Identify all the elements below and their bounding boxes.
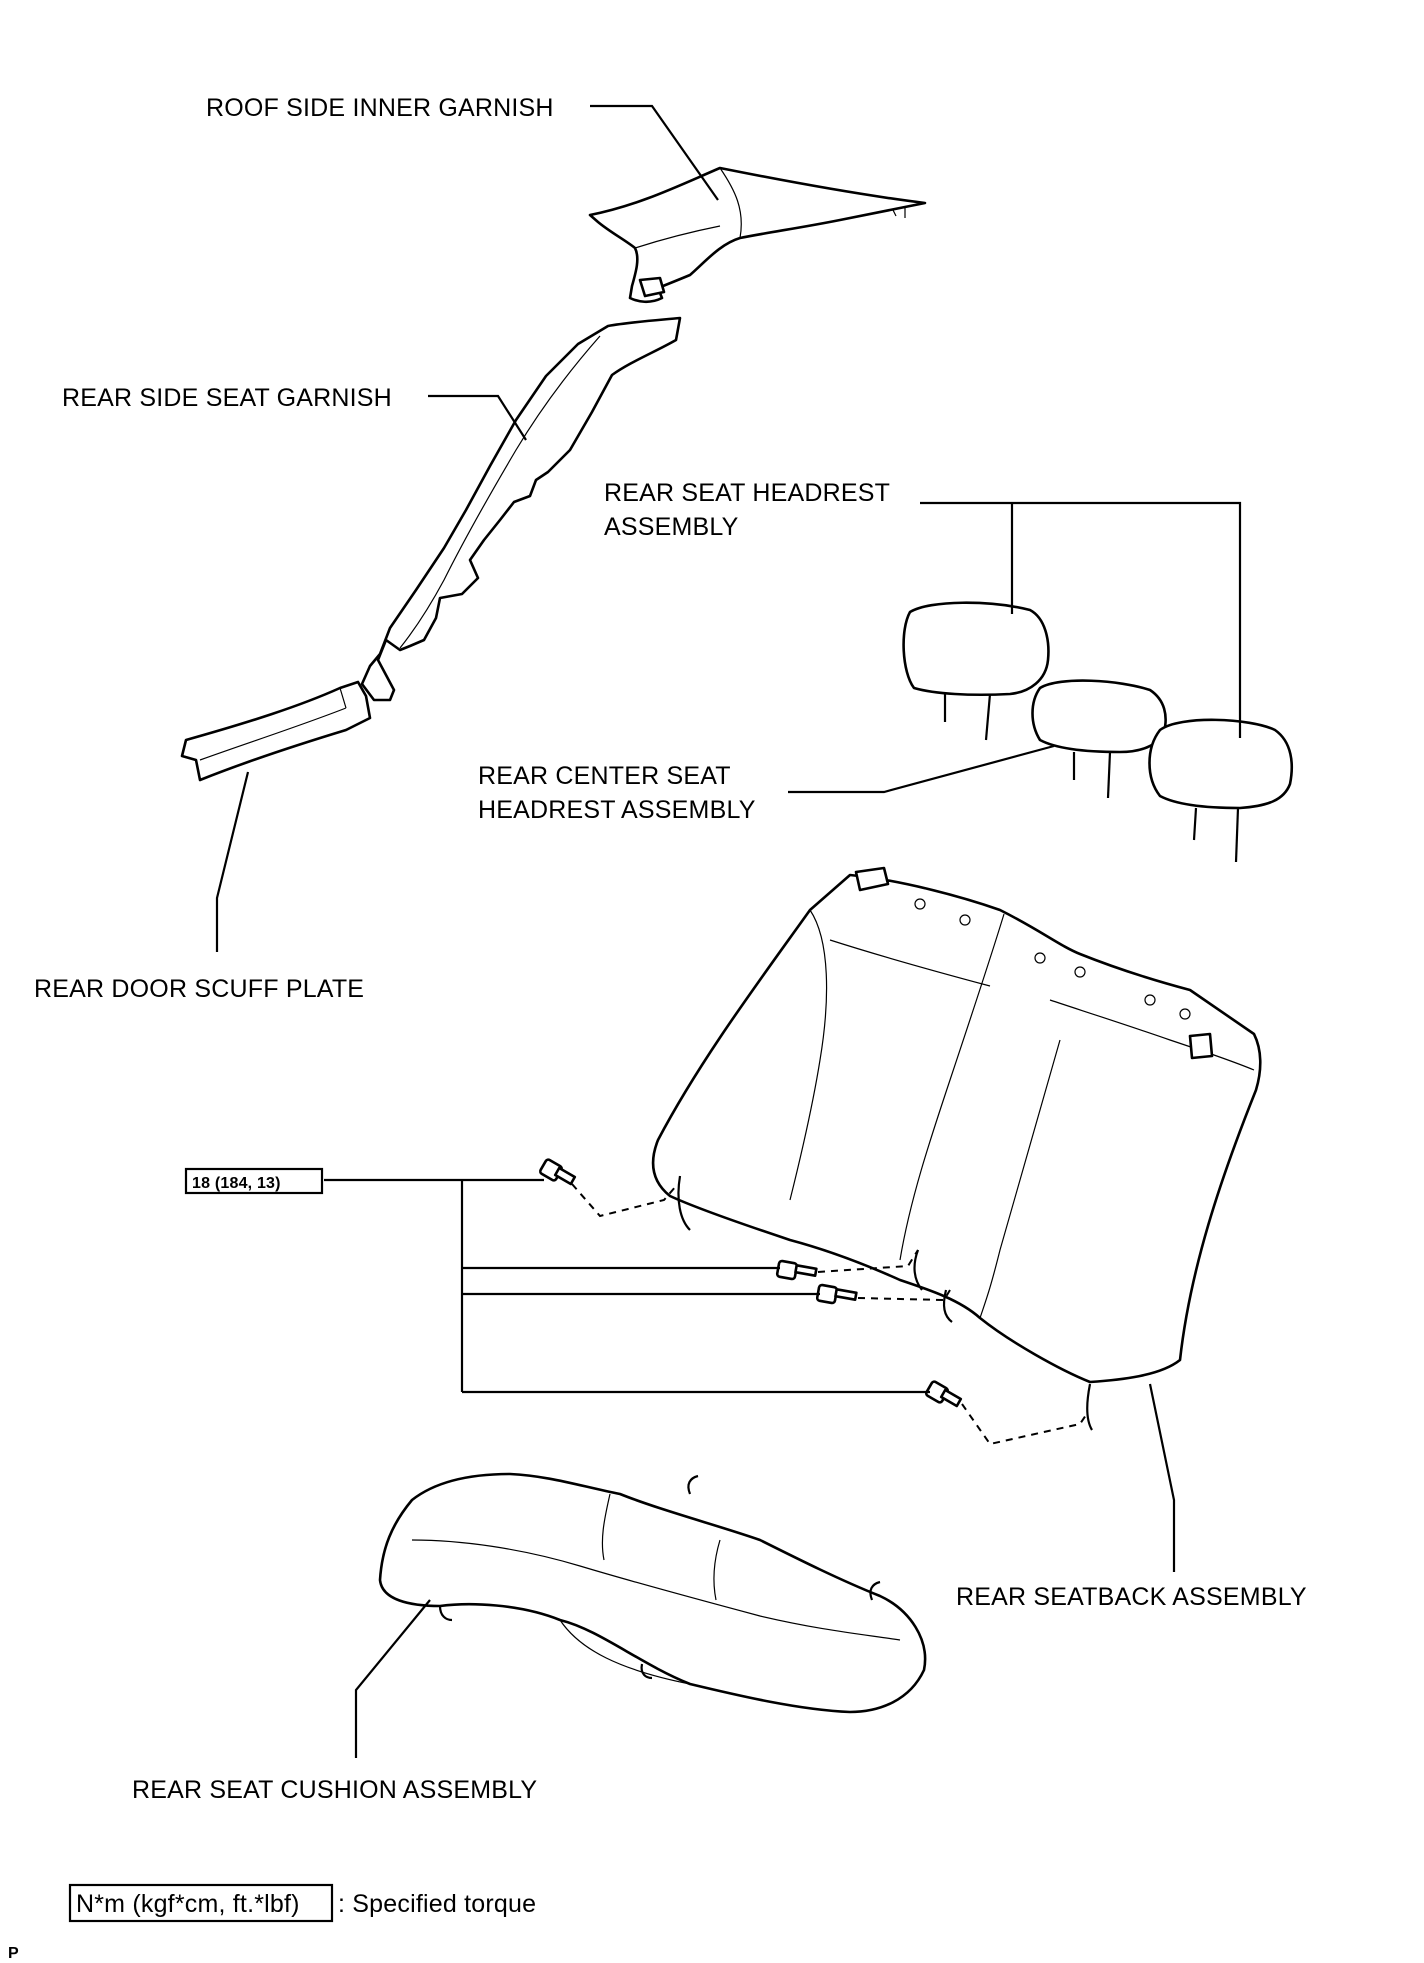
legend-unit-text: N*m (kgf*cm, ft.*lbf) <box>76 1890 300 1918</box>
torque-value-box <box>184 1167 324 1195</box>
rear-seat-cushion-assembly-part <box>378 1472 927 1714</box>
label-rear-seat-headrest-line2: ASSEMBLY <box>604 513 739 541</box>
rear-seatback-assembly-part <box>651 866 1262 1431</box>
rear-door-scuff-plate-part <box>180 680 372 782</box>
rear-center-seat-headrest <box>1031 679 1167 799</box>
bolt-4 <box>925 1380 963 1408</box>
legend-description: : Specified torque <box>338 1890 536 1918</box>
rear-seat-headrest-right <box>1148 718 1294 863</box>
bolt-path-1 <box>571 1183 677 1218</box>
bolt-path-3 <box>857 1289 951 1302</box>
corner-mark: P <box>8 1945 19 1962</box>
label-rear-center-headrest-line2: HEADREST ASSEMBLY <box>478 796 756 824</box>
bolt-path-4 <box>961 1403 1089 1446</box>
label-roof-side-inner-garnish: ROOF SIDE INNER GARNISH <box>206 94 554 122</box>
label-rear-door-scuff-plate: REAR DOOR SCUFF PLATE <box>34 975 364 1003</box>
rear-side-seat-garnish-part <box>360 316 682 702</box>
roof-side-inner-garnish-part <box>588 166 927 304</box>
legend-unit-box <box>68 1883 334 1923</box>
bolt-3 <box>815 1283 858 1305</box>
torque-value: 18 (184, 13) <box>192 1175 281 1192</box>
label-rear-center-headrest-line1: REAR CENTER SEAT <box>478 762 731 790</box>
label-rear-side-seat-garnish: REAR SIDE SEAT GARNISH <box>62 384 392 412</box>
label-rear-seat-cushion-assembly: REAR SEAT CUSHION ASSEMBLY <box>132 1776 537 1804</box>
bolt-2 <box>775 1259 818 1281</box>
bolt-path-2 <box>817 1249 919 1273</box>
label-rear-seat-headrest-line1: REAR SEAT HEADREST <box>604 479 890 507</box>
rear-seat-headrest-left <box>902 601 1050 741</box>
label-rear-seatback-assembly: REAR SEATBACK ASSEMBLY <box>956 1583 1307 1611</box>
bolt-1 <box>539 1158 577 1186</box>
leader-lines <box>215 104 1242 1758</box>
